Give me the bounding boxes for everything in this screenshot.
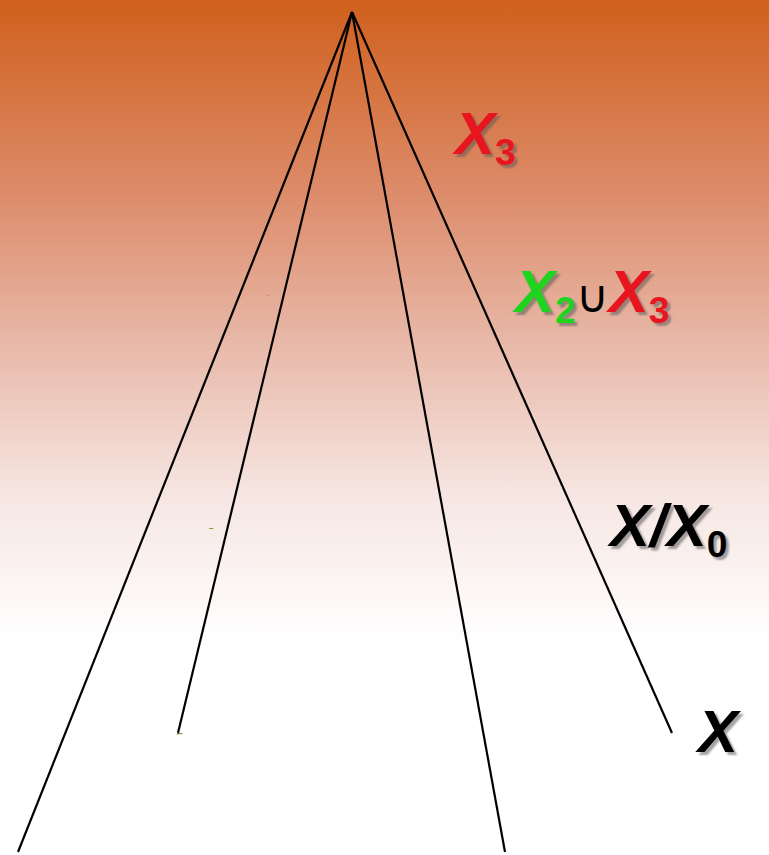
layer-label: X — [698, 702, 738, 762]
layer-label: X/X0 — [610, 496, 727, 556]
layer-label: X2∪X3 — [515, 262, 669, 322]
layer-label: X3 — [455, 104, 516, 164]
